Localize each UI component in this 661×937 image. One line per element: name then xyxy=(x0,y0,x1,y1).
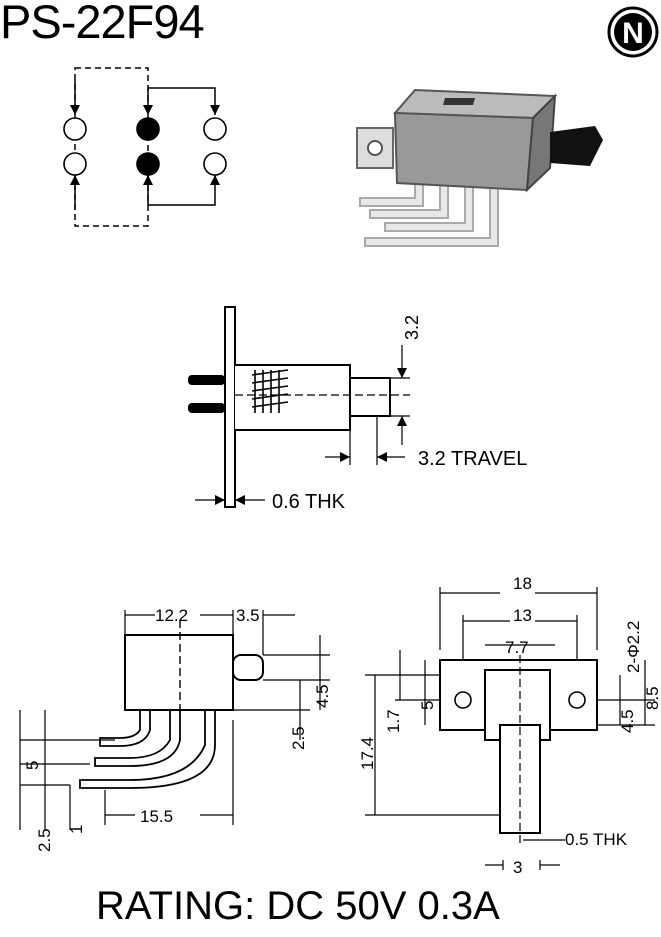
pin-stub xyxy=(188,375,225,385)
terminal-open xyxy=(203,152,227,176)
actuator-label: 3.5 xyxy=(236,606,260,625)
wire xyxy=(148,87,216,115)
switch-schematic xyxy=(63,67,227,227)
pin-spacing-label: 3 xyxy=(513,858,522,877)
act-height-label: 4.5 xyxy=(313,684,332,708)
width-label: 12.2 xyxy=(155,606,188,625)
mount-hole xyxy=(568,691,586,709)
brand-logo: N xyxy=(607,6,659,58)
height-label: 17.4 xyxy=(358,737,377,770)
arrow-up-icon xyxy=(70,175,80,185)
offset-label: 1.7 xyxy=(384,709,403,733)
terminal-open xyxy=(63,152,87,176)
pin-gap-label: 2.5 xyxy=(289,726,308,750)
pin-length-label: 15.5 xyxy=(140,807,173,826)
total-height-label: 8.5 xyxy=(643,686,661,710)
hole-row-label: 5 xyxy=(418,701,437,710)
contact-frame xyxy=(74,67,149,227)
side-view-drawing: 3.2 3.2 TRAVEL 0.6 THK xyxy=(188,306,527,513)
arrow-down-icon xyxy=(143,105,153,115)
travel-label: 3.2 TRAVEL xyxy=(418,448,527,470)
mounting-plate xyxy=(224,306,236,508)
rating-label: RATING: DC 50V 0.3A xyxy=(96,884,500,928)
logo-letter: N xyxy=(622,17,644,50)
product-photo xyxy=(356,88,603,247)
terminal-common xyxy=(136,152,160,176)
pin-offset-label: 1 xyxy=(67,825,86,834)
terminal-open xyxy=(63,117,87,141)
arrow-down-icon xyxy=(210,105,220,115)
terminal-open xyxy=(203,117,227,141)
hole-pitch-label: 13 xyxy=(513,606,532,625)
dim-label: 3.2 xyxy=(402,315,422,340)
thickness-label: 0.6 THK xyxy=(272,491,346,513)
arrow-up-icon xyxy=(143,175,153,185)
hole-height-label: 4.5 xyxy=(618,709,637,733)
holes-label: 2-Φ2.2 xyxy=(624,621,643,673)
front-view-drawing: 12.2 3.5 4.5 2.5 5 2.5 1 15.5 xyxy=(19,606,332,852)
pin-row-label: 5 xyxy=(23,761,42,770)
arrow-down-icon xyxy=(70,105,80,115)
inner-label: 7.7 xyxy=(505,638,529,657)
wire xyxy=(148,175,216,206)
pin-stub xyxy=(188,403,225,413)
part-number-title: PS-22F94 xyxy=(0,0,205,48)
mount-hole xyxy=(454,691,472,709)
switch-body xyxy=(124,634,234,711)
actuator xyxy=(232,654,264,681)
pcb-view-drawing: 18 13 7.7 2-Φ2.2 17.4 1.7 5 4.5 8.5 0.5 … xyxy=(358,575,661,877)
arrow-up-icon xyxy=(210,175,220,185)
pin-pitch-label: 2.5 xyxy=(35,828,54,852)
overall-label: 18 xyxy=(513,575,532,593)
terminal-common xyxy=(136,117,160,141)
pin-thk-label: 0.5 THK xyxy=(565,830,628,849)
